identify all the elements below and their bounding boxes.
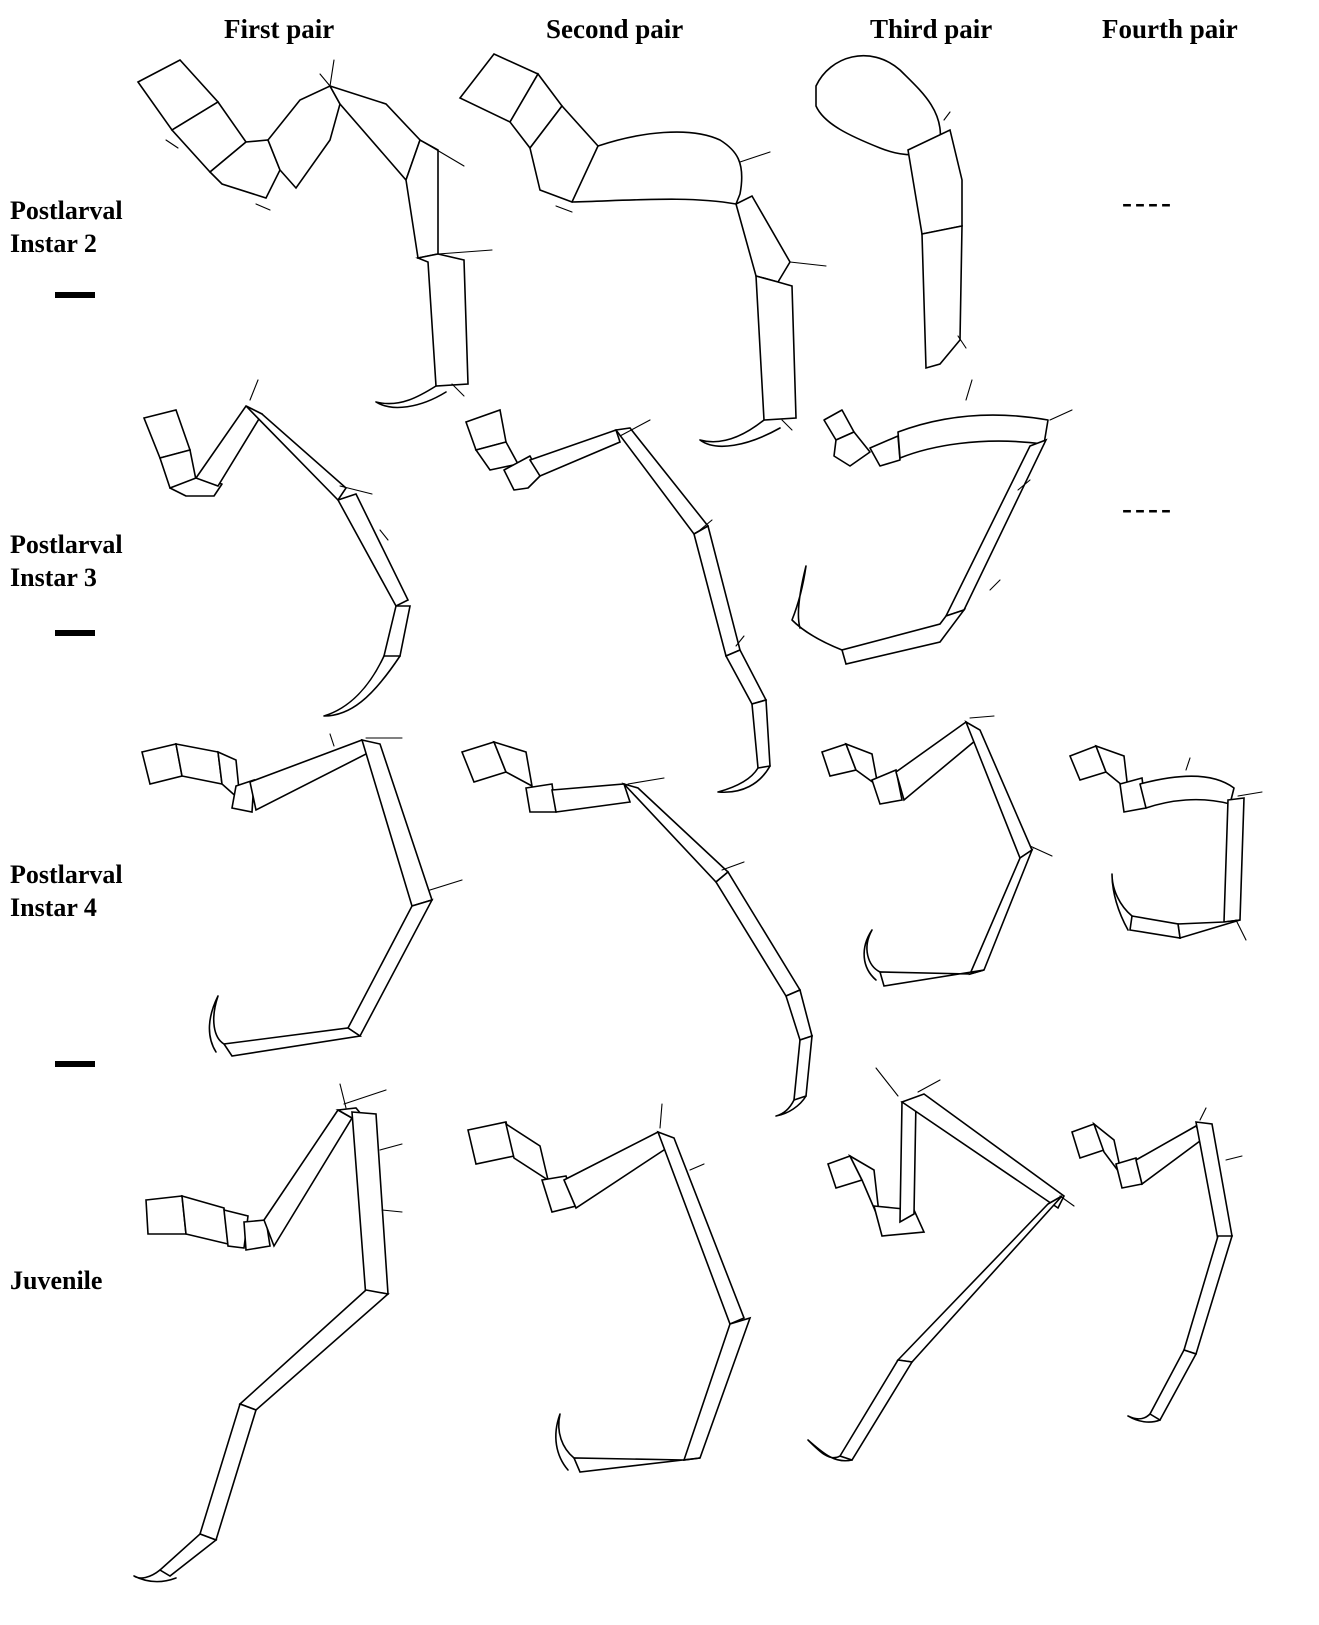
leg-instar2-first-pair (138, 60, 492, 407)
leg-juvenile-third-pair (808, 1068, 1074, 1461)
leg-instar2-second-pair (460, 54, 826, 446)
leg-instar3-first-pair (144, 380, 410, 716)
leg-instar4-second-pair (462, 742, 812, 1116)
leg-juvenile-first-pair (134, 1084, 402, 1582)
leg-instar3-second-pair (466, 410, 770, 792)
leg-instar4-first-pair (142, 734, 462, 1056)
leg-instar4-third-pair (822, 716, 1052, 986)
leg-instar3-third-pair (792, 380, 1072, 664)
leg-juvenile-second-pair (468, 1104, 750, 1472)
leg-instar4-fourth-pair (1070, 746, 1262, 940)
leg-instar2-third-pair (816, 56, 966, 368)
leg-juvenile-fourth-pair (1072, 1108, 1242, 1422)
